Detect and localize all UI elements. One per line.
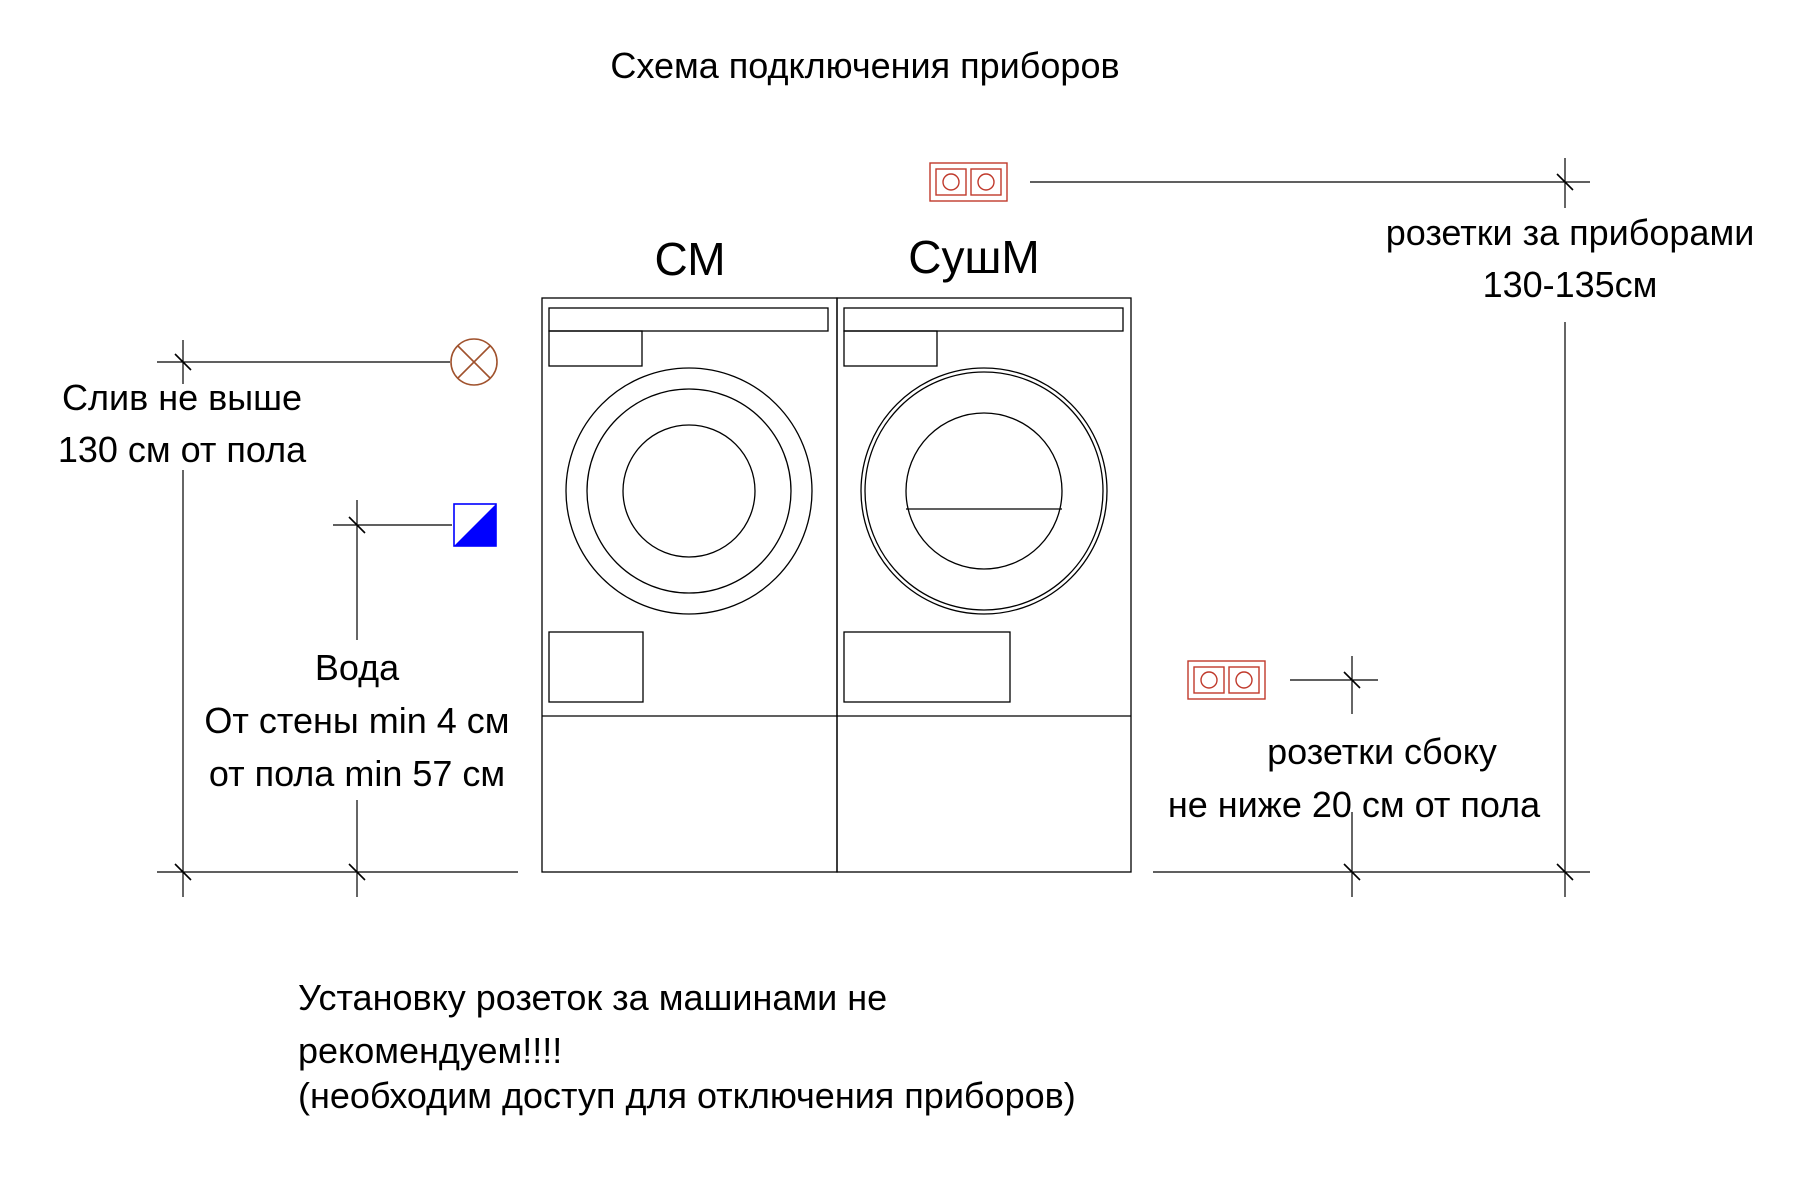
diagram-title: Схема подключения приборов bbox=[610, 45, 1119, 86]
washer-control-panel bbox=[548, 307, 829, 332]
washer bbox=[541, 297, 838, 873]
dryer bbox=[836, 297, 1132, 873]
sockets-behind-tick-top bbox=[1556, 173, 1574, 191]
water-tick-top bbox=[348, 516, 366, 534]
dryer-water-container bbox=[843, 330, 938, 367]
dryer-label: СушМ bbox=[908, 231, 1039, 283]
washer-body bbox=[541, 297, 838, 873]
sockets-side-label-line2: не ниже 20 см от пола bbox=[1168, 784, 1541, 825]
water-valve-icon bbox=[453, 503, 497, 547]
drain-dimension bbox=[157, 340, 450, 897]
drain-cross-circle-icon bbox=[450, 338, 498, 386]
note-line3: (необходим доступ для отключения приборо… bbox=[298, 1075, 1076, 1116]
drain-tick-top bbox=[174, 353, 192, 371]
double-socket-icon bbox=[1187, 660, 1266, 700]
sockets-side-tick-bottom bbox=[1343, 863, 1361, 881]
water-label-line2: От стены min 4 см bbox=[204, 700, 509, 741]
sockets-behind-label-line1: розетки за приборами bbox=[1386, 212, 1755, 253]
sockets-side-tick-top bbox=[1343, 671, 1361, 689]
water-label-line1: Вода bbox=[315, 647, 400, 688]
note-line2: рекомендуем!!!! bbox=[298, 1030, 562, 1071]
sockets-side-label-line1: розетки сбоку bbox=[1267, 731, 1497, 772]
sockets-side-dimension bbox=[1290, 656, 1378, 897]
water-label-line3: от пола min 57 см bbox=[209, 753, 505, 794]
double-socket-icon bbox=[929, 162, 1008, 202]
sockets-behind-label-line2: 130-135см bbox=[1483, 264, 1658, 305]
drain-label-line1: Слив не выше bbox=[62, 377, 302, 418]
note-line1: Установку розеток за машинами не bbox=[298, 977, 887, 1018]
water-tick-bottom bbox=[348, 863, 366, 881]
water-dimension bbox=[333, 500, 452, 897]
washer-door-glass bbox=[622, 424, 756, 558]
sockets-behind-tick-bottom bbox=[1556, 863, 1574, 881]
washer-filter-hatch bbox=[548, 631, 644, 703]
dryer-control-panel bbox=[843, 307, 1124, 332]
washer-door-outer bbox=[565, 367, 813, 615]
drain-tick-bottom bbox=[174, 863, 192, 881]
dryer-door-outer bbox=[860, 367, 1108, 615]
drain-label-line2: 130 см от пола bbox=[58, 429, 307, 470]
washer-detergent-drawer bbox=[548, 330, 643, 367]
dryer-door-ring bbox=[864, 371, 1104, 611]
dryer-filter-hatch bbox=[843, 631, 1011, 703]
washer-label: СМ bbox=[654, 233, 725, 285]
washer-door-ring bbox=[586, 388, 792, 594]
dryer-body bbox=[836, 297, 1132, 873]
sockets-behind-dimension bbox=[1030, 158, 1590, 897]
dryer-door-glass bbox=[905, 412, 1063, 570]
